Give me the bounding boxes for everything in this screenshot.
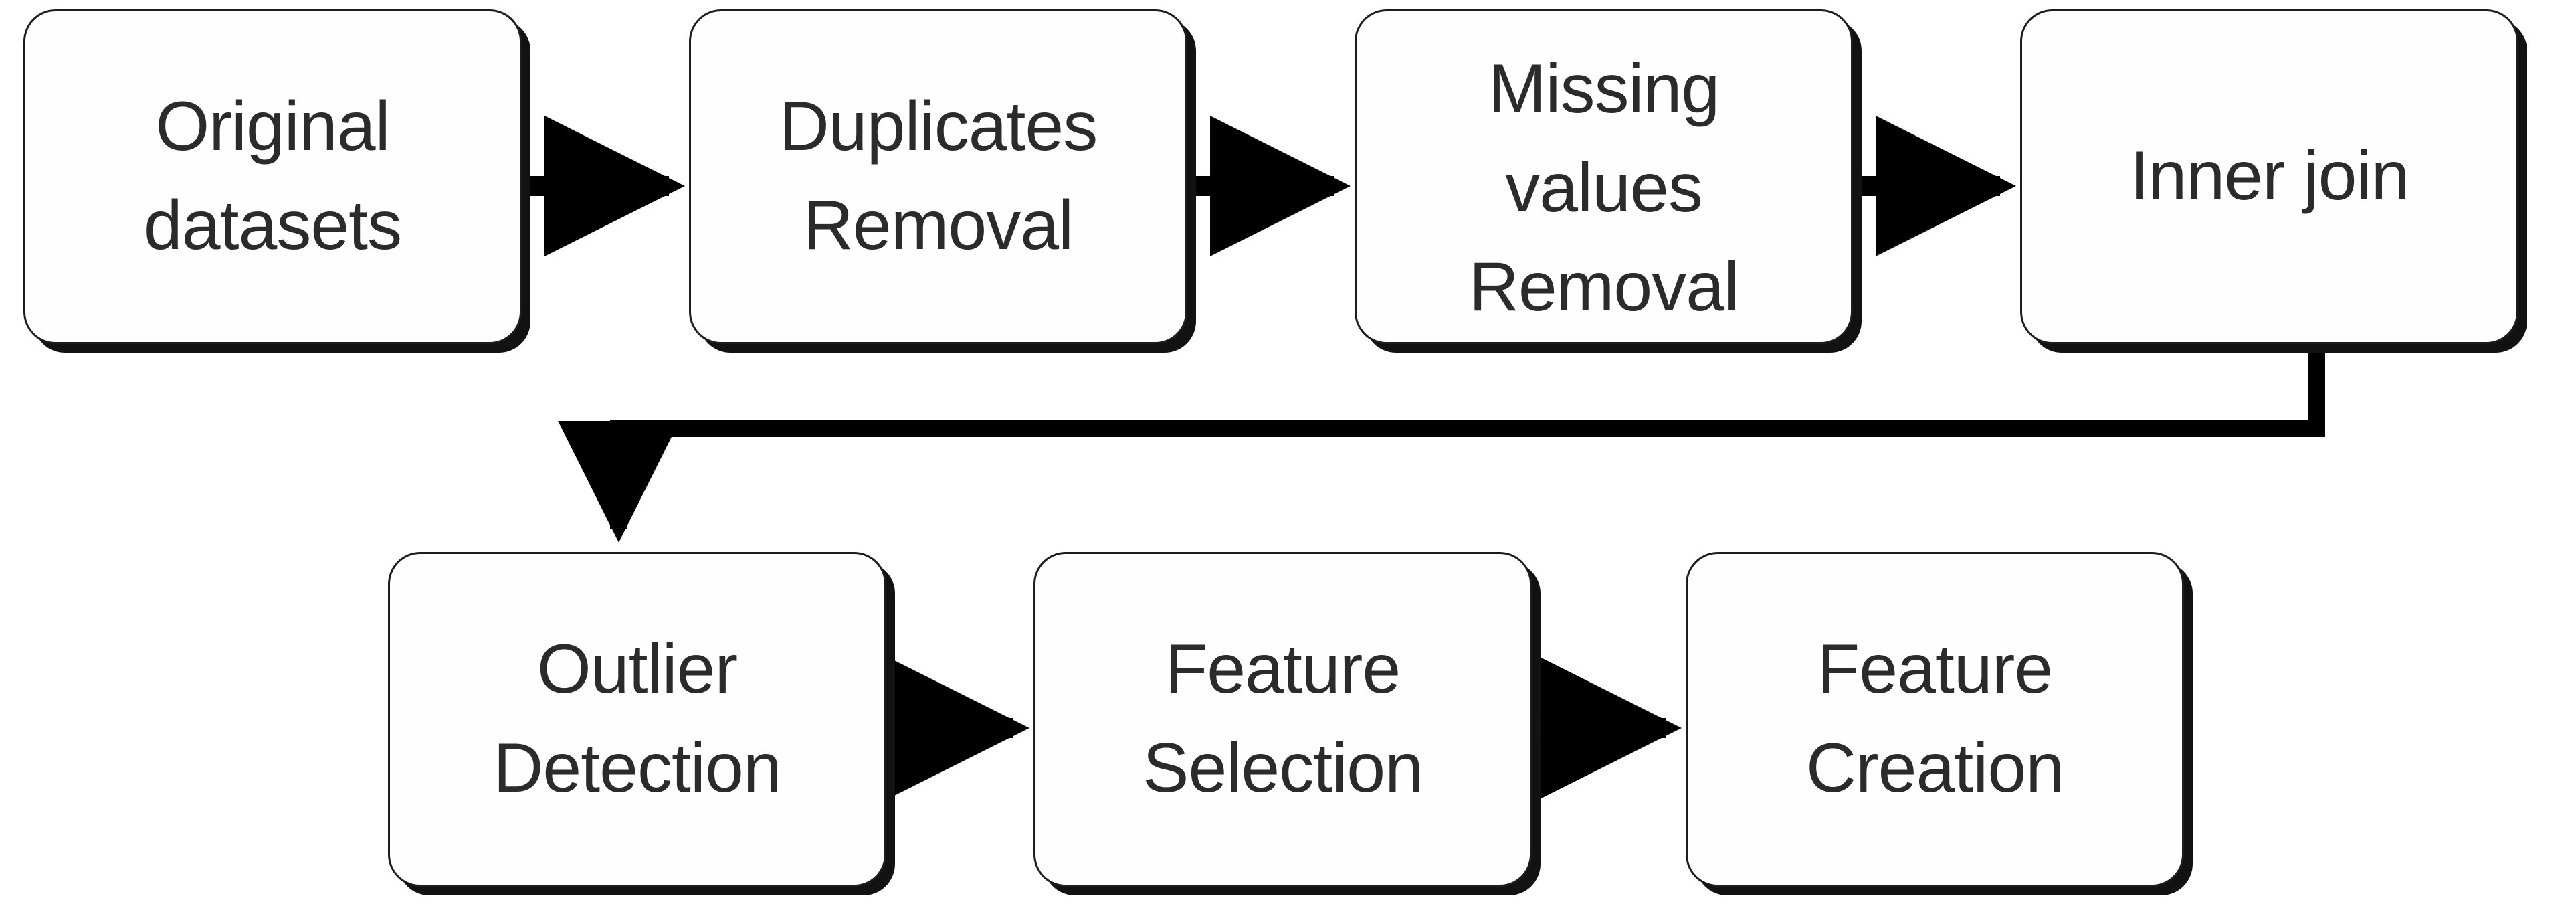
node-label-duplicates-removal: Duplicates Removal xyxy=(779,88,1098,264)
node-label-feature-creation: Feature Creation xyxy=(1805,630,2064,807)
node-original-datasets[interactable]: Original datasets xyxy=(23,9,522,344)
node-inner-join[interactable]: Inner join xyxy=(2020,9,2518,344)
node-feature-selection[interactable]: Feature Selection xyxy=(1033,552,1532,887)
node-label-missing-values-removal: Missing values Removal xyxy=(1468,50,1739,326)
node-label-feature-selection: Feature Selection xyxy=(1143,630,1423,807)
node-label-outlier-detection: Outlier Detection xyxy=(493,630,781,807)
node-outlier-detection[interactable]: Outlier Detection xyxy=(388,552,886,887)
edge-innerjoin-to-outlier xyxy=(558,345,2325,543)
node-missing-values-removal[interactable]: Missing values Removal xyxy=(1355,9,1853,344)
node-label-original-datasets: Original datasets xyxy=(143,88,402,264)
node-duplicates-removal[interactable]: Duplicates Removal xyxy=(689,9,1187,344)
node-label-inner-join: Inner join xyxy=(2129,137,2410,215)
node-feature-creation[interactable]: Feature Creation xyxy=(1686,552,2184,887)
